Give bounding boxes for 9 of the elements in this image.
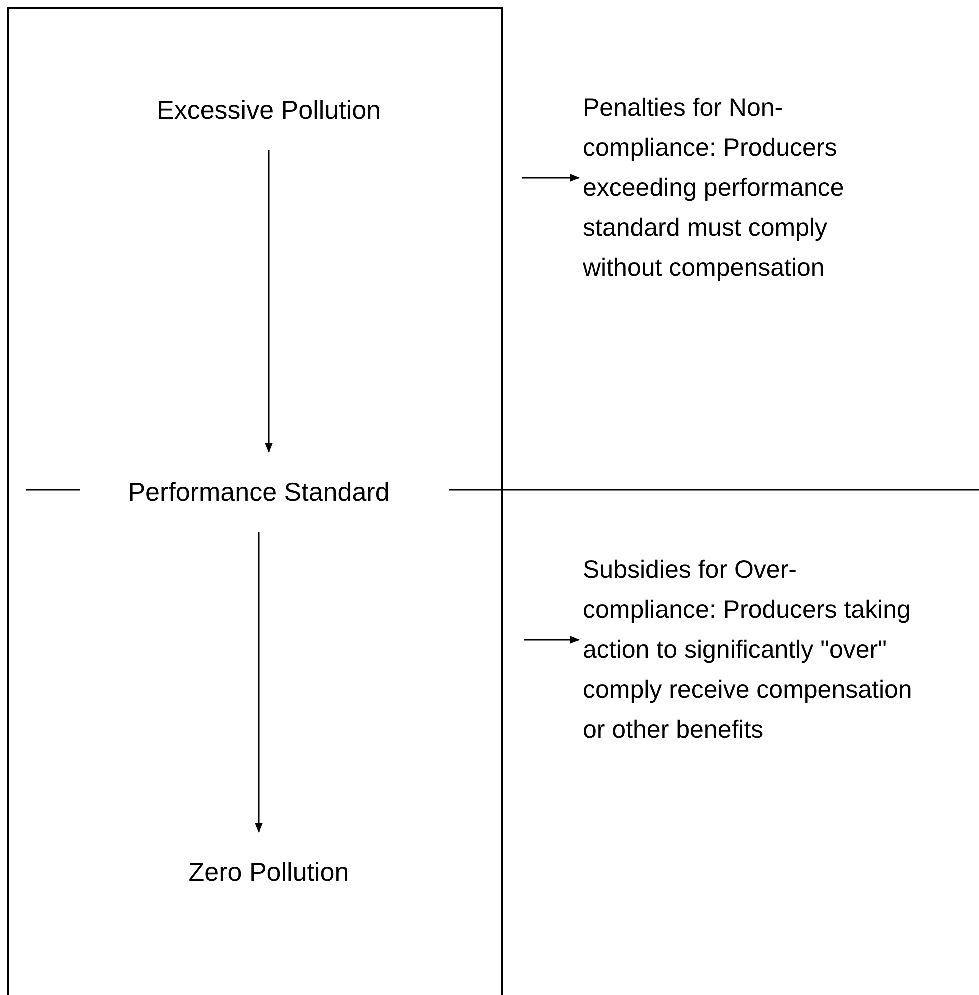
arrow (255, 532, 263, 833)
arrow (265, 150, 273, 453)
node-text: Subsidies for Over-compliance: Producers taking action to significantly "over" comply receive compensation or other benefits (583, 550, 928, 750)
node-text: Zero Pollution (159, 852, 379, 892)
arrow (524, 636, 580, 644)
arrow (522, 174, 580, 182)
column-box (7, 7, 503, 995)
node-text: Penalties for Non-compliance: Producers exceeding performance standard must comply without compensation (583, 88, 883, 288)
node-text: Excessive Pollution (129, 90, 409, 130)
